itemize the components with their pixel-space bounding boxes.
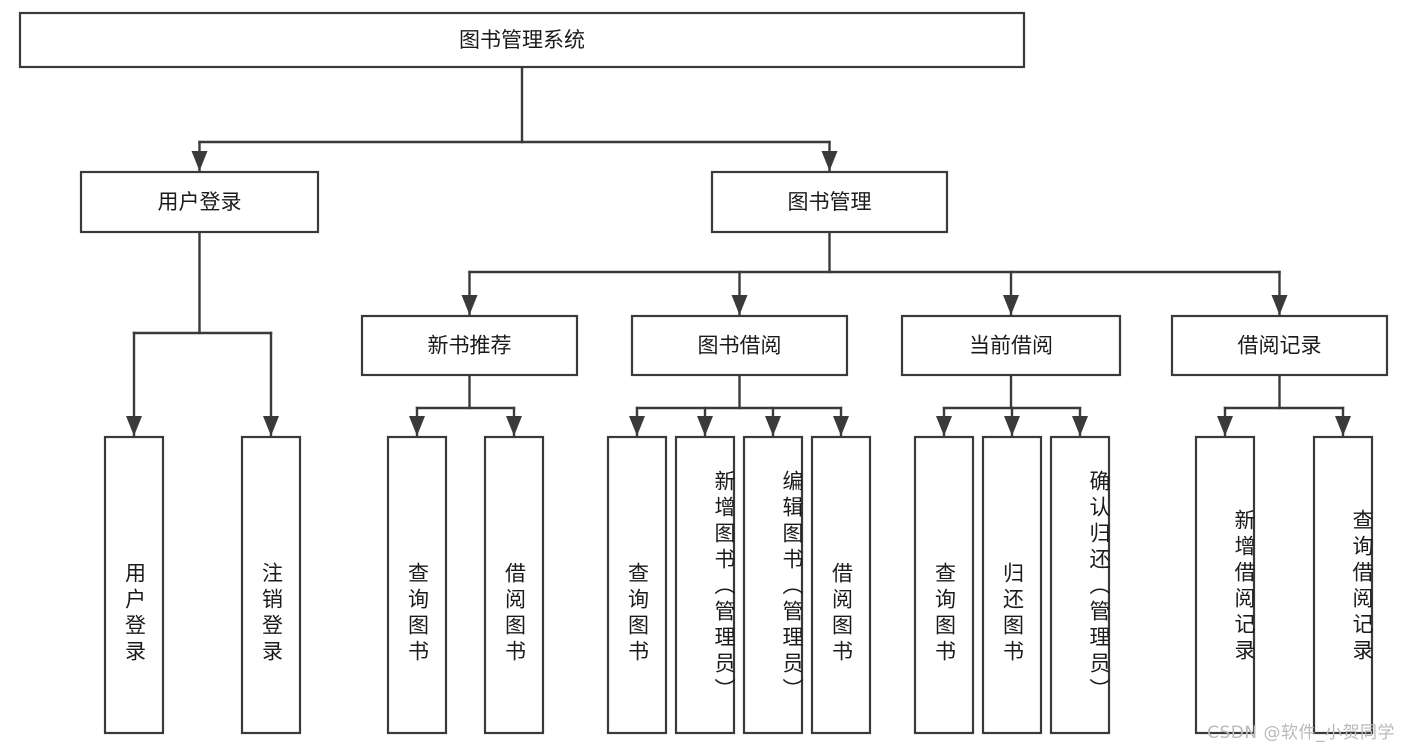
edge-current-arrowhead-1 [1004, 416, 1020, 436]
node-leaf-5[interactable] [674, 435, 736, 735]
watermark: CSDN @软件_小贺同学 [1207, 723, 1395, 743]
node-level3-label-3: 借阅记录 [1238, 334, 1322, 358]
node-level3-label-1: 图书借阅 [698, 334, 782, 358]
edge-newbook-arrowhead-1 [506, 416, 522, 436]
edge-userlogin-arrowhead-0 [126, 416, 142, 436]
node-leaf-1[interactable] [240, 435, 302, 735]
node-box-layer [18, 11, 1389, 735]
node-level2-0[interactable] [79, 170, 320, 234]
edge-current-arrowhead-2 [1072, 416, 1088, 436]
edge-borrow-arrowhead-1 [697, 416, 713, 436]
edge-record-arrowhead-0 [1217, 416, 1233, 436]
node-level2-label-0: 用户登录 [158, 190, 242, 214]
node-level3-2[interactable] [900, 314, 1122, 377]
node-root[interactable] [18, 11, 1026, 69]
edge-borrow-arrowhead-3 [833, 416, 849, 436]
node-leaf-6[interactable] [742, 435, 804, 735]
edge-bookmgmt-arrowhead-0 [461, 295, 478, 315]
node-level3-0[interactable] [360, 314, 579, 377]
node-leaf-4[interactable] [606, 435, 668, 735]
edge-borrow-arrowhead-2 [765, 416, 781, 436]
node-leaf-11[interactable] [1194, 435, 1256, 735]
connector-layer [126, 65, 1351, 438]
edge-record-arrowhead-1 [1335, 416, 1351, 436]
node-leaf-2[interactable] [386, 435, 448, 735]
edge-borrow-arrowhead-0 [629, 416, 645, 436]
node-root-label: 图书管理系统 [459, 28, 585, 52]
node-leaf-0[interactable] [103, 435, 165, 735]
node-level3-label-2: 当前借阅 [969, 334, 1053, 358]
node-leaf-10[interactable] [1049, 435, 1111, 735]
edge-userlogin-arrowhead-1 [263, 416, 279, 436]
node-level3-3[interactable] [1170, 314, 1389, 377]
edge-bookmgmt-arrowhead-1 [731, 295, 748, 315]
edge-root-arrowhead-0 [191, 151, 208, 171]
edge-bookmgmt-arrowhead-3 [1271, 295, 1288, 315]
node-level3-label-0: 新书推荐 [428, 334, 512, 358]
node-leaf-8[interactable] [913, 435, 975, 735]
node-leaf-7[interactable] [810, 435, 872, 735]
node-leaf-9[interactable] [981, 435, 1043, 735]
edge-current-arrowhead-0 [936, 416, 952, 436]
edge-newbook-arrowhead-0 [409, 416, 425, 436]
node-level2-1[interactable] [710, 170, 949, 234]
edge-bookmgmt-arrowhead-2 [1003, 295, 1019, 315]
node-leaf-12[interactable] [1312, 435, 1374, 735]
node-leaf-3[interactable] [483, 435, 545, 735]
node-level2-label-1: 图书管理 [788, 190, 872, 214]
edge-root-arrowhead-1 [821, 151, 838, 171]
node-level3-1[interactable] [630, 314, 849, 377]
